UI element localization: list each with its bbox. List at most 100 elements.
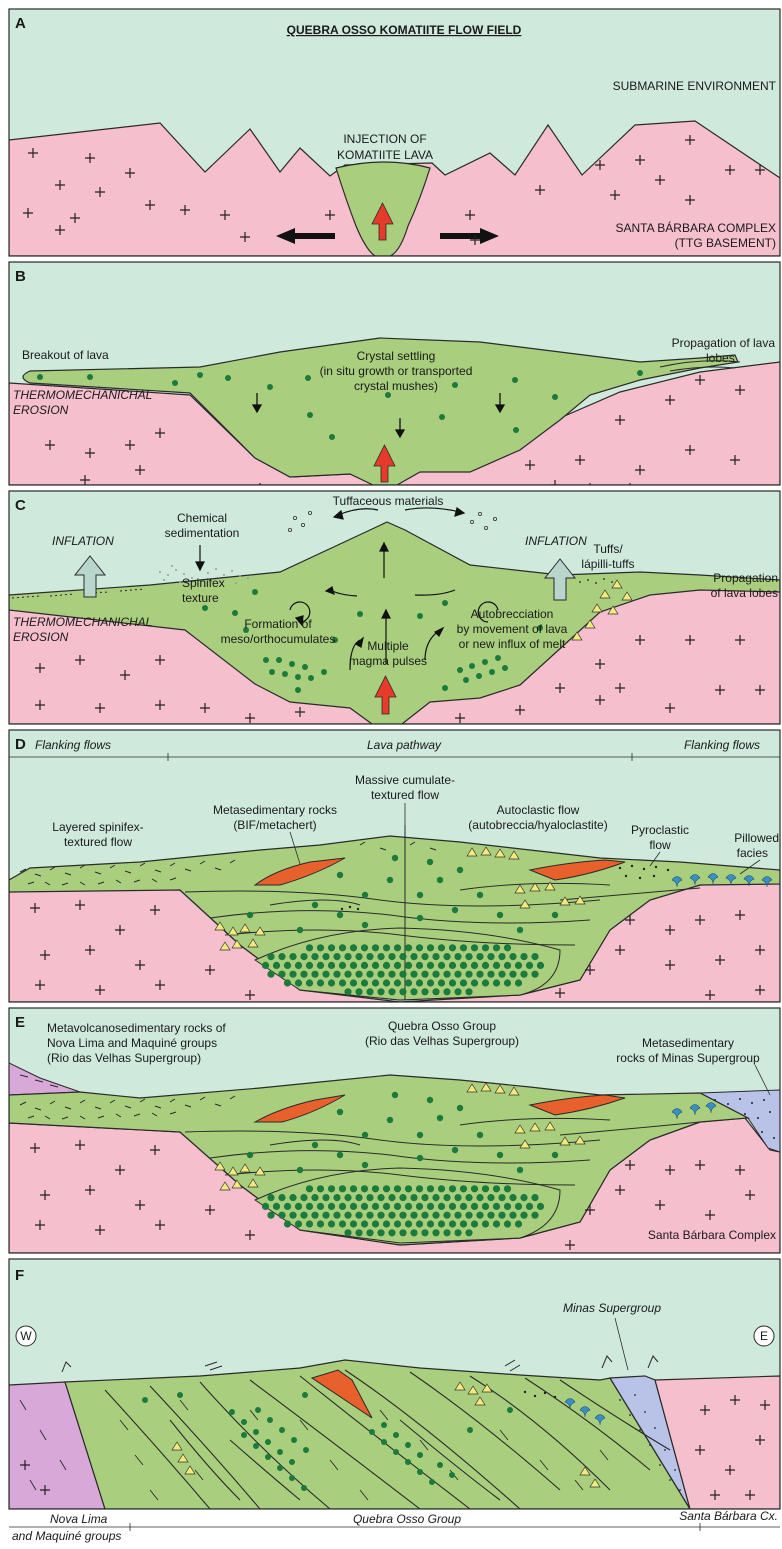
cumulate-crystal bbox=[328, 979, 335, 986]
cumulate-crystal bbox=[498, 953, 505, 960]
cumulate-crystal bbox=[515, 979, 522, 986]
cumulate-crystal bbox=[394, 1220, 401, 1227]
label-tuffs: Tuffs/ bbox=[593, 542, 623, 556]
cumulate-crystal bbox=[520, 953, 527, 960]
cumulate-crystal bbox=[311, 953, 318, 960]
cumulate-crystal bbox=[344, 1229, 351, 1236]
cumulate-crystal bbox=[383, 962, 390, 969]
cumulate-crystal bbox=[278, 1212, 285, 1219]
cumulate-crystal bbox=[416, 1203, 423, 1210]
cumulate-crystal bbox=[438, 1220, 445, 1227]
cumulate-crystal bbox=[284, 1220, 291, 1227]
cumulate-crystal bbox=[493, 1185, 500, 1192]
cumulate-crystal bbox=[350, 944, 357, 951]
cumulate-crystal bbox=[443, 1194, 450, 1201]
cumulate-crystal bbox=[476, 1212, 483, 1219]
cumulate-crystal bbox=[328, 1185, 335, 1192]
cumulate-crystal bbox=[344, 1194, 351, 1201]
cumulate-crystal bbox=[520, 1194, 527, 1201]
panel-c: C INFLATION INFLATION Chemical sedimenta… bbox=[9, 491, 780, 724]
label-autobreccia: (autobreccia/hyaloclastite) bbox=[468, 818, 607, 832]
cumulate-crystal bbox=[322, 953, 329, 960]
cumulate-crystal bbox=[487, 971, 494, 978]
cumulate-crystal bbox=[482, 979, 489, 986]
label-nova-lima-maquine: Nova Lima and Maquiné groups bbox=[47, 1036, 217, 1050]
cumulate-crystal bbox=[273, 1203, 280, 1210]
cumulate-crystal bbox=[438, 962, 445, 969]
cumulate-crystal bbox=[383, 944, 390, 951]
cumulate-crystal bbox=[405, 1203, 412, 1210]
panel-f: F W E Minas Supergroup Nova Lima and Maq… bbox=[9, 1259, 780, 1544]
cumulate-crystal bbox=[306, 1220, 313, 1227]
cumulate-crystal bbox=[333, 953, 340, 960]
cumulate-crystal bbox=[482, 1220, 489, 1227]
cumulate-crystal bbox=[317, 1203, 324, 1210]
label-sedimentation: sedimentation bbox=[165, 526, 240, 540]
cumulate-crystal bbox=[339, 944, 346, 951]
cumulate-crystal bbox=[432, 1194, 439, 1201]
label-minas-supergroup: Minas Supergroup bbox=[563, 1301, 661, 1315]
label-erosion: EROSION bbox=[13, 403, 69, 417]
cumulate-crystal bbox=[504, 944, 511, 951]
cumulate-crystal bbox=[482, 944, 489, 951]
cumulate-crystal bbox=[487, 1194, 494, 1201]
cumulate-crystal bbox=[388, 971, 395, 978]
cumulate-crystal bbox=[405, 944, 412, 951]
label-by-movement: by movement of lava bbox=[457, 622, 568, 636]
label-autobrecciation: Autobrecciation bbox=[471, 607, 554, 621]
cumulate-crystal bbox=[377, 988, 384, 995]
cumulate-crystal bbox=[410, 953, 417, 960]
cumulate-crystal bbox=[405, 1220, 412, 1227]
cumulate-crystal bbox=[278, 953, 285, 960]
label-formation-of: Formation of bbox=[244, 617, 312, 631]
label-tuffaceous-materials: Tuffaceous materials bbox=[333, 494, 444, 508]
label-pyroclastic-flow: flow bbox=[649, 838, 671, 852]
cumulate-crystal bbox=[471, 1220, 478, 1227]
cumulate-crystal bbox=[366, 1229, 373, 1236]
label-in-situ-growth: (in situ growth or transported bbox=[320, 364, 473, 378]
cumulate-crystal bbox=[465, 1212, 472, 1219]
cumulate-crystal bbox=[454, 953, 461, 960]
cumulate-crystal bbox=[427, 1185, 434, 1192]
cumulate-crystal bbox=[339, 962, 346, 969]
cumulate-crystal bbox=[339, 1220, 346, 1227]
label-lobes: lobes bbox=[706, 351, 735, 365]
panel-b: B Breakout of lava Propagation of lava l… bbox=[9, 262, 780, 498]
label-flanking-flows-left: Flanking flows bbox=[35, 738, 111, 752]
cumulate-crystal bbox=[493, 1220, 500, 1227]
cumulate-crystal bbox=[267, 953, 274, 960]
cumulate-crystal bbox=[432, 1229, 439, 1236]
label-propagation: Propagation of lava bbox=[672, 336, 776, 350]
cumulate-crystal bbox=[306, 1203, 313, 1210]
cumulate-crystal bbox=[399, 1212, 406, 1219]
cumulate-crystal bbox=[509, 953, 516, 960]
cumulate-crystal bbox=[388, 988, 395, 995]
label-metavolcanosedimentary: Metavolcanosedimentary rocks of bbox=[47, 1021, 226, 1035]
cumulate-crystal bbox=[471, 979, 478, 986]
east-marker: E bbox=[760, 1329, 768, 1343]
cumulate-crystal bbox=[416, 944, 423, 951]
cumulate-crystal bbox=[504, 1185, 511, 1192]
cumulate-crystal bbox=[432, 953, 439, 960]
cumulate-crystal bbox=[493, 944, 500, 951]
cumulate-crystal bbox=[355, 988, 362, 995]
cumulate-crystal bbox=[377, 1229, 384, 1236]
cumulate-crystal bbox=[515, 1220, 522, 1227]
label-nova-lima: Nova Lima bbox=[50, 1512, 108, 1526]
cumulate-crystal bbox=[322, 971, 329, 978]
cumulate-crystal bbox=[482, 1185, 489, 1192]
label-inflation-left: INFLATION bbox=[52, 534, 114, 548]
cumulate-crystal bbox=[350, 1220, 357, 1227]
cumulate-crystal bbox=[388, 953, 395, 960]
cumulate-crystal bbox=[333, 1194, 340, 1201]
cumulate-crystal bbox=[421, 953, 428, 960]
label-santa-barbara-complex: Santa Bárbara Complex bbox=[648, 1228, 776, 1242]
cumulate-crystal bbox=[311, 971, 318, 978]
label-magma-pulses: magma pulses bbox=[349, 654, 427, 668]
label-autoclastic-flow: Autoclastic flow bbox=[497, 803, 580, 817]
label-inflation-right: INFLATION bbox=[525, 534, 587, 548]
label-meso-orthocumulates: meso/orthocumulates bbox=[221, 632, 336, 646]
label-new-influx: or new influx of melt bbox=[459, 637, 566, 651]
label-rio-das-velhas-supergroup: (Rio das Velhas Supergroup) bbox=[365, 1034, 519, 1048]
cumulate-crystal bbox=[262, 1203, 269, 1210]
